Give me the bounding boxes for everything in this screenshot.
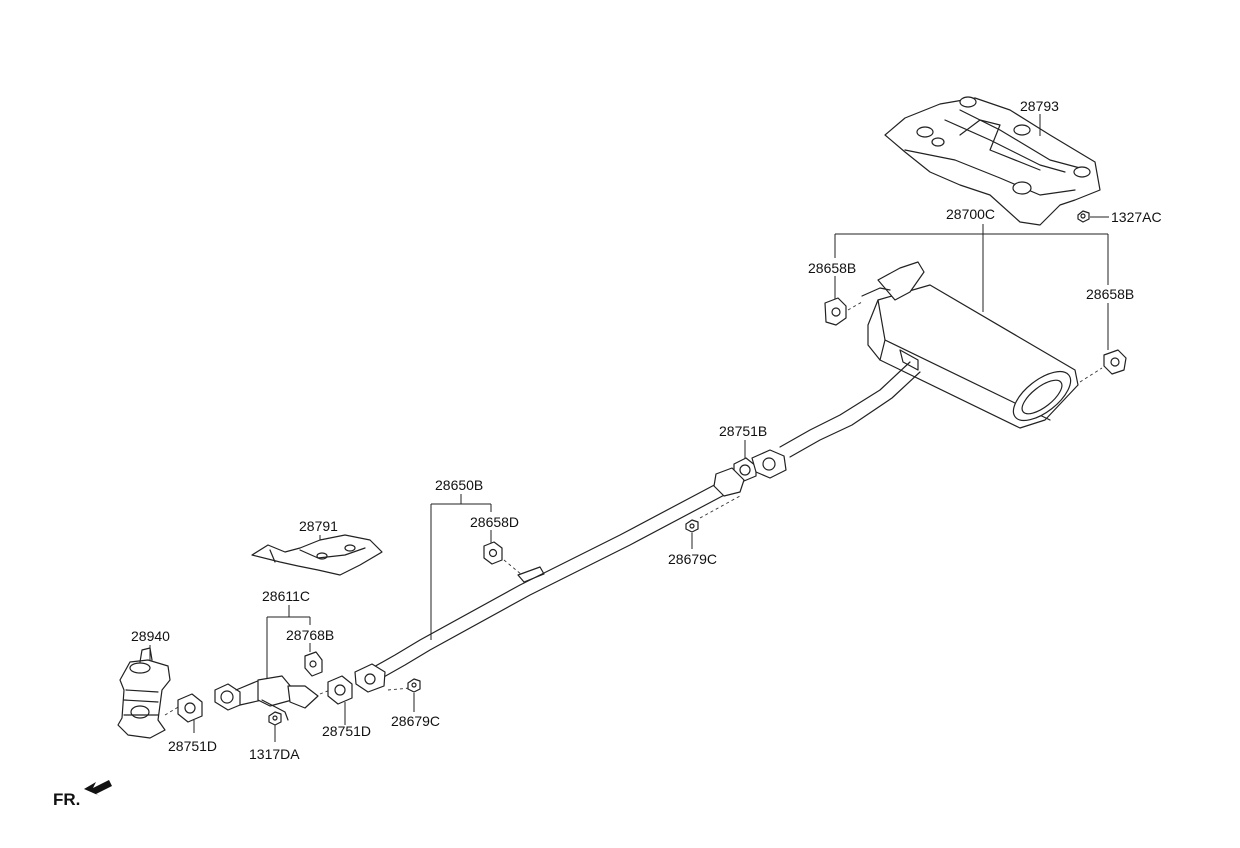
label-28658d: 28658D <box>470 514 519 530</box>
label-1327ac: 1327AC <box>1111 209 1162 225</box>
center-pipe-part <box>354 467 745 693</box>
muffler-part <box>861 261 1079 429</box>
label-1317da: 1317DA <box>249 746 300 762</box>
label-28751d-right: 28751D <box>322 723 371 739</box>
heat-shield-rear-part <box>884 96 1101 226</box>
gasket-28751d-right-part <box>327 675 353 705</box>
heat-shield-front-part <box>251 534 383 576</box>
label-28679c-upper: 28679C <box>668 551 717 567</box>
label-28791: 28791 <box>299 518 338 534</box>
label-28658b-right: 28658B <box>1086 286 1134 302</box>
label-28658b-left: 28658B <box>808 260 856 276</box>
label-28751d-left: 28751D <box>168 738 217 754</box>
hanger-28658b-left-part <box>824 297 847 326</box>
label-28679c-lower: 28679C <box>391 713 440 729</box>
nut-28679c-lower-part <box>407 678 421 693</box>
gasket-28751d-left-part <box>177 693 203 723</box>
label-28650b: 28650B <box>435 477 483 493</box>
flange-muffler-inlet-part <box>751 449 787 479</box>
front-arrow-icon <box>84 780 112 796</box>
label-28793: 28793 <box>1020 98 1059 114</box>
label-28751b: 28751B <box>719 423 767 439</box>
nut-28679c-upper-part <box>685 519 699 533</box>
catalytic-converter-part <box>214 675 319 721</box>
nut-1327ac-part <box>1077 210 1090 223</box>
label-28940: 28940 <box>131 628 170 644</box>
hanger-28658b-right-part <box>1103 349 1127 375</box>
hanger-28658d-part <box>483 541 503 565</box>
front-direction-label: FR. <box>53 790 80 809</box>
label-28611c: 28611C <box>262 588 310 604</box>
label-28700c: 28700C <box>946 206 995 222</box>
bracket-28768b-part <box>304 651 323 677</box>
exhaust-manifold-part <box>117 647 171 739</box>
label-28768b: 28768B <box>286 627 334 643</box>
nut-1317da-part <box>268 711 282 726</box>
